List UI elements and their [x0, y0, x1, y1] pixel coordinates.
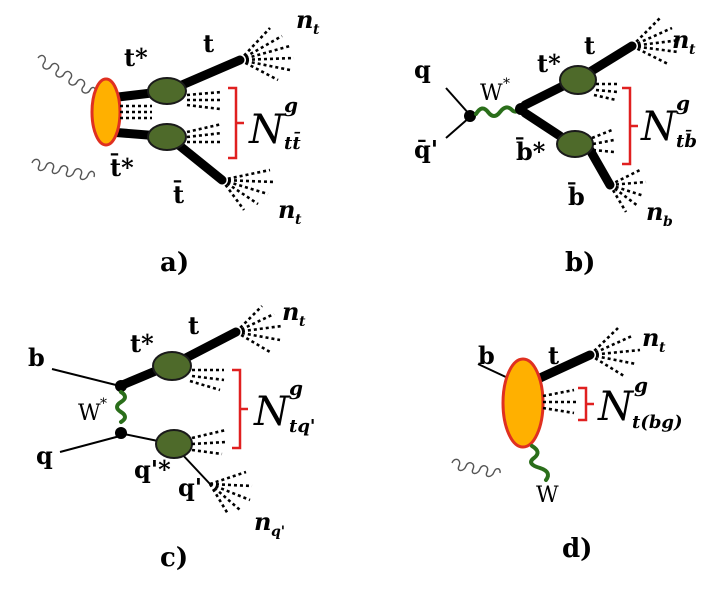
decay-blob-top-b	[559, 65, 597, 95]
label-N-d: N	[597, 384, 635, 430]
label-W-d: W	[536, 483, 559, 508]
label-N-sup: g	[284, 93, 298, 117]
label-bbar-star: b̄*	[516, 137, 546, 166]
production-blob	[90, 77, 122, 147]
label-qbar: q̄'	[414, 135, 438, 164]
label-n-bot-b: n	[646, 197, 663, 226]
label-N-sub-b: tb̄	[676, 130, 697, 152]
label-b-d: b	[478, 341, 495, 370]
label-qp-star: q'*	[134, 455, 171, 484]
label-W-sup-c: *	[100, 396, 107, 412]
label-W-sup: *	[503, 76, 510, 92]
label-W-c: W	[78, 401, 101, 426]
gluon-upper	[37, 54, 97, 96]
label-n-bot: n	[278, 195, 295, 224]
panel-c: b q W * t* q'* t q' n t n q' N g tq' c)	[28, 297, 315, 573]
label-N: N	[248, 107, 286, 153]
decay-blob-bbar	[556, 130, 594, 158]
label-N-sub: tt̄	[284, 132, 301, 154]
label-t-star-b: t*	[537, 49, 561, 78]
label-b-c: b	[28, 343, 45, 372]
label-N-sup-b: g	[676, 91, 690, 115]
label-q-c: q	[36, 441, 53, 470]
decay-blob-top	[147, 77, 187, 105]
label-n-top-b: n	[672, 25, 689, 54]
panel-a: t* t̄* t t̄ n t n t N g tt̄ a)	[31, 5, 320, 278]
label-t-star-c: t*	[130, 329, 154, 358]
label-t-d: t	[548, 341, 559, 370]
brace-a	[228, 86, 244, 160]
label-tbar: t̄	[173, 180, 184, 209]
label-n-top-sub-b: t	[689, 42, 696, 58]
panel-d: b t W n t N g t(bg) d)	[451, 323, 683, 564]
label-N-c: N	[253, 389, 291, 435]
label-N-b: N	[640, 104, 678, 150]
label-n-bot-sub: t	[295, 212, 302, 228]
label-n-top-sub-d: t	[659, 340, 666, 356]
label-tbar-star: t̄*	[110, 153, 134, 182]
caption-c: c)	[160, 543, 188, 573]
label-t-star: t*	[124, 43, 148, 72]
label-n-top: n	[296, 5, 313, 34]
label-N-sub-c: tq'	[289, 416, 315, 437]
decay-blob-top-c	[152, 351, 192, 381]
production-blob-d	[501, 357, 545, 449]
label-qp: q'	[178, 473, 202, 502]
decay-blob-antitop	[147, 123, 187, 151]
label-q: q	[414, 55, 431, 84]
label-n-top-sub: t	[313, 22, 320, 38]
w-boson-c	[115, 390, 127, 424]
label-n-bot-sub-c: q'	[271, 524, 285, 540]
brace-b	[622, 86, 638, 166]
gluon-d	[451, 458, 501, 478]
panel-b: q q̄' W * t* b̄* t b̄ n t n b N g tb̄ b)	[414, 17, 697, 278]
caption-a: a)	[160, 248, 189, 278]
decay-blob-qprime	[155, 429, 193, 459]
label-n-bot-sub-b: b	[663, 214, 673, 230]
brace-c	[232, 368, 248, 450]
label-N-sup-c: g	[289, 376, 303, 400]
label-n-top-c: n	[282, 297, 299, 326]
caption-b: b)	[565, 248, 595, 278]
label-N-sup-d: g	[634, 373, 648, 397]
label-t: t	[203, 29, 214, 58]
w-boson-b	[474, 105, 522, 118]
vertex-c-1	[115, 380, 127, 392]
label-bbar: b̄	[568, 182, 585, 211]
label-N-sub-d: t(bg)	[632, 412, 683, 433]
gluon-lower	[31, 158, 96, 181]
vertex-b-1	[464, 110, 476, 122]
brace-d	[578, 386, 594, 422]
caption-d: d)	[562, 534, 592, 564]
label-W: W	[480, 81, 503, 106]
w-boson-d	[529, 444, 550, 482]
label-n-top-d: n	[642, 323, 659, 352]
vertex-c-2	[115, 427, 127, 439]
label-t-b: t	[584, 31, 595, 60]
label-t-c: t	[188, 311, 199, 340]
label-n-top-sub-c: t	[299, 314, 306, 330]
label-n-bot-c: n	[254, 507, 271, 536]
